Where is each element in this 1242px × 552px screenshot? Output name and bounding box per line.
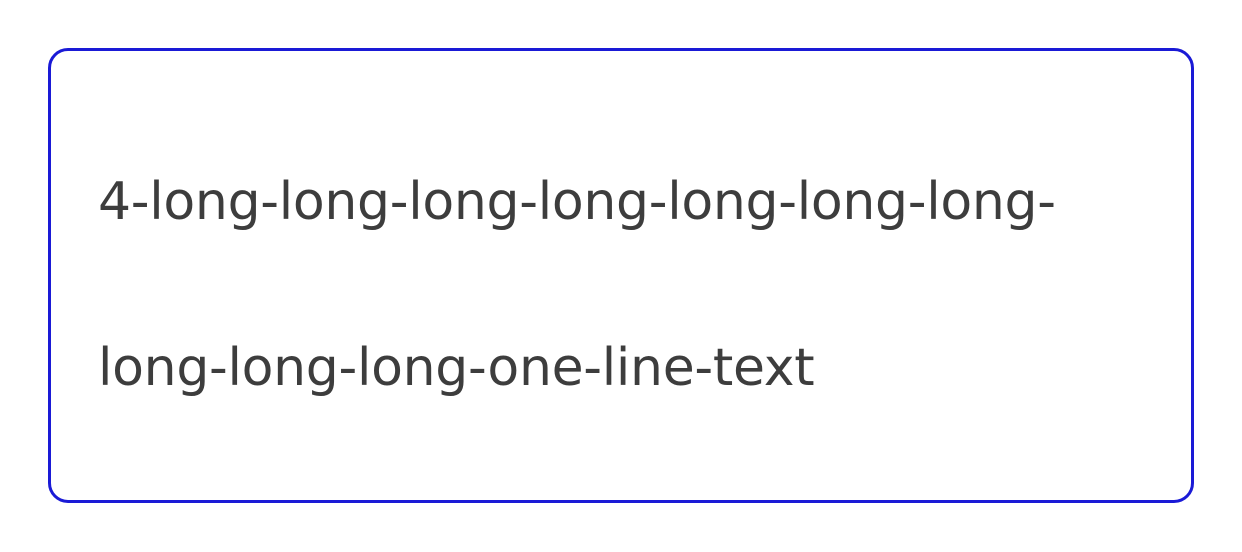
text-box: 4-long-long-long-long-long-long-long- lo…	[48, 48, 1194, 503]
text-line-2: long-long-long-one-line-text	[98, 338, 815, 398]
text-line-1: 4-long-long-long-long-long-long-long-	[98, 172, 1056, 232]
